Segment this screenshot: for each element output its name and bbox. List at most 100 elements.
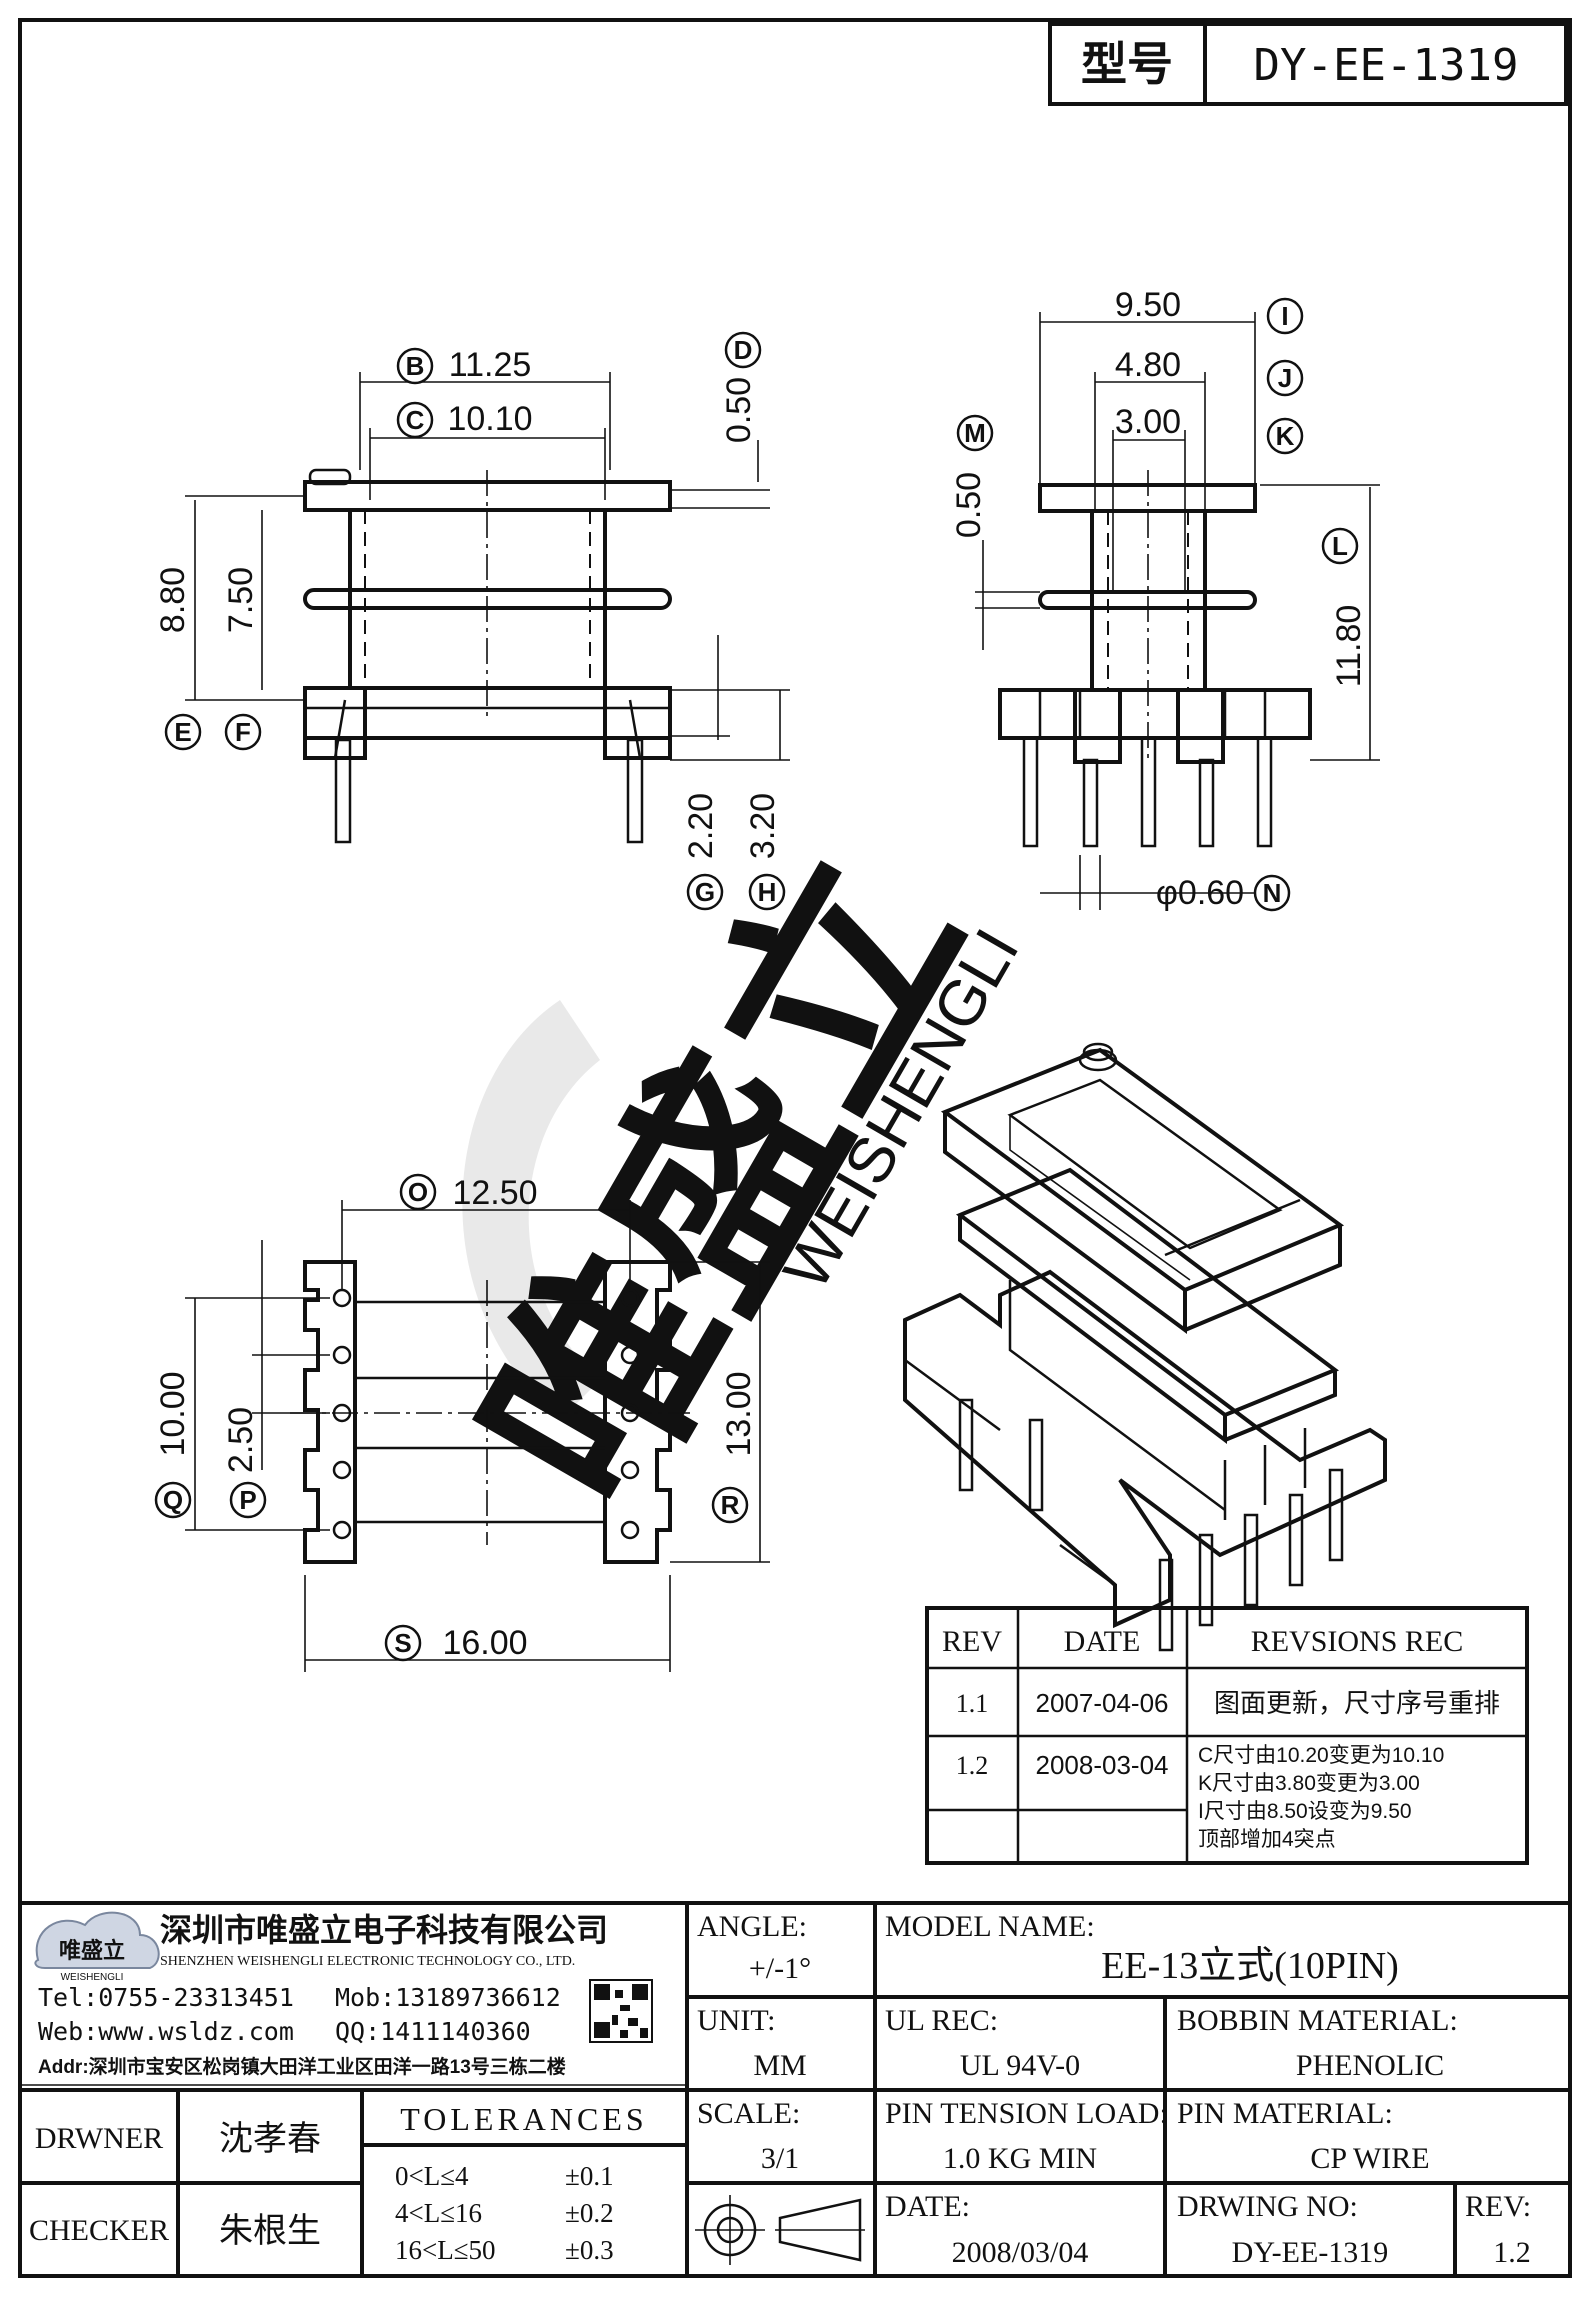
svg-text:4.80: 4.80 xyxy=(1115,346,1181,384)
company-name-cn: 深圳市唯盛立电子科技有限公司 xyxy=(160,1912,608,1948)
pin-tension-label: PIN TENSION LOAD: xyxy=(885,2097,1168,2130)
rev-value: 1.2 xyxy=(1493,2236,1531,2269)
company-web: Web:www.wsldz.com xyxy=(38,2017,294,2046)
svg-text:φ0.60: φ0.60 xyxy=(1156,874,1244,912)
svg-text:唯盛立: 唯盛立 xyxy=(59,1938,125,1963)
date-label: DATE: xyxy=(885,2190,970,2223)
bobbin-material-value: PHENOLIC xyxy=(1296,2049,1444,2082)
drwing-no-value: DY-EE-1319 xyxy=(1232,2236,1389,2269)
svg-text:H: H xyxy=(758,877,777,907)
svg-text:13.00: 13.00 xyxy=(720,1371,758,1456)
svg-text:C: C xyxy=(406,405,425,435)
front-view xyxy=(185,372,790,844)
company-mob: Mob:13189736612 xyxy=(335,1983,561,2012)
tolerance-value-1: ±0.1 xyxy=(565,2161,614,2191)
tolerance-range-3: 16<L≤50 xyxy=(395,2235,496,2265)
rev-row-2-note-4: 顶部增加4突点 xyxy=(1198,1828,1336,1851)
svg-text:0.50: 0.50 xyxy=(950,472,988,538)
svg-text:L: L xyxy=(1332,531,1348,561)
svg-text:Q: Q xyxy=(163,1485,183,1515)
svg-text:N: N xyxy=(1263,878,1282,908)
svg-text:R: R xyxy=(721,1490,740,1520)
rev-row-2-note-1: C尺寸由10.20变更为10.10 xyxy=(1198,1744,1444,1767)
isometric-view xyxy=(903,1042,1387,1652)
tolerance-range-2: 4<L≤16 xyxy=(395,2198,482,2228)
unit-label: UNIT: xyxy=(697,2004,776,2037)
bobbin-material-label: BOBBIN MATERIAL: xyxy=(1177,2004,1458,2037)
svg-text:F: F xyxy=(235,717,251,747)
svg-text:3.00: 3.00 xyxy=(1115,403,1181,441)
dim-Q: Q 10.00 xyxy=(154,1371,192,1519)
pin-tension-value: 1.0 KG MIN xyxy=(943,2142,1097,2175)
rev-row-1-rev: 1.1 xyxy=(956,1689,989,1718)
svg-text:D: D xyxy=(734,335,753,365)
revision-table: REV DATE REVSIONS REC 1.1 2007-04-06 图面更… xyxy=(925,1606,1529,1865)
svg-text:11.25: 11.25 xyxy=(449,346,532,384)
company-address: Addr:深圳市宝安区松岗镇大田洋工业区田洋一路13号三栋二楼 xyxy=(38,2055,566,2078)
ul-rec-value: UL 94V-0 xyxy=(960,2049,1080,2082)
dim-P: P 2.50 xyxy=(222,1407,267,1519)
svg-text:7.50: 7.50 xyxy=(222,567,260,633)
rev-row-2-note-2: K尺寸由3.80变更为3.00 xyxy=(1198,1772,1420,1795)
rev-row-2-rev: 1.2 xyxy=(956,1751,989,1780)
drwner-label: DRWNER xyxy=(35,2122,163,2155)
svg-text:K: K xyxy=(1276,421,1295,451)
model-number-box: 型号 DY-EE-1319 xyxy=(1048,22,1568,106)
svg-text:16.00: 16.00 xyxy=(442,1624,527,1662)
drwing-no-label: DRWING NO: xyxy=(1177,2190,1358,2223)
bottom-view xyxy=(185,1200,770,1672)
ul-rec-label: UL REC: xyxy=(885,2004,998,2037)
svg-text:B: B xyxy=(406,351,425,381)
svg-text:E: E xyxy=(174,717,191,747)
svg-text:G: G xyxy=(695,877,715,907)
checker-value: 朱根生 xyxy=(219,2212,321,2250)
svg-text:10.10: 10.10 xyxy=(447,400,532,438)
svg-text:P: P xyxy=(239,1485,256,1515)
tolerances-label: TOLERANCES xyxy=(400,2101,647,2137)
drwner-value: 沈孝春 xyxy=(219,2120,321,2158)
projection-symbol-icon xyxy=(695,2195,865,2265)
model-label: 型号 xyxy=(1081,38,1173,90)
tolerance-value-2: ±0.2 xyxy=(565,2198,614,2228)
rev-label: REV: xyxy=(1465,2190,1531,2223)
svg-text:2.50: 2.50 xyxy=(222,1407,260,1473)
dim-S: S 16.00 xyxy=(384,1624,528,1662)
company-name-en: SHENZHEN WEISHENGLI ELECTRONIC TECHNOLOG… xyxy=(160,1954,575,1969)
svg-text:J: J xyxy=(1278,363,1292,393)
rev-row-1-note: 图面更新，尺寸序号重排 xyxy=(1214,1688,1500,1718)
rev-row-1-date: 2007-04-06 xyxy=(1036,1688,1169,1718)
svg-text:2.20: 2.20 xyxy=(682,793,720,859)
svg-text:O: O xyxy=(408,1177,428,1207)
dim-J: J 4.80 xyxy=(1115,346,1304,397)
date-value: 2008/03/04 xyxy=(952,2236,1089,2269)
model-name-label: MODEL NAME: xyxy=(885,1910,1095,1943)
svg-text:0.50: 0.50 xyxy=(720,377,758,443)
dim-F: F 7.50 xyxy=(222,567,262,751)
dim-I: I 9.50 xyxy=(1115,286,1304,335)
checker-label: CHECKER xyxy=(29,2214,169,2247)
dim-R: R 13.00 xyxy=(711,1371,758,1524)
svg-text:3.20: 3.20 xyxy=(744,793,782,859)
svg-text:I: I xyxy=(1281,301,1288,331)
dim-B: B 11.25 xyxy=(396,346,532,385)
rev-row-2-date: 2008-03-04 xyxy=(1036,1750,1169,1780)
company-qq: QQ:1411140360 xyxy=(335,2017,531,2046)
svg-text:S: S xyxy=(394,1628,411,1658)
unit-value: MM xyxy=(753,2049,806,2082)
dim-L: L 11.80 xyxy=(1321,527,1368,687)
svg-text:9.50: 9.50 xyxy=(1115,286,1181,324)
model-number: DY-EE-1319 xyxy=(1254,40,1519,91)
company-tel: Tel:0755-23313451 xyxy=(38,1983,294,2012)
pin-material-label: PIN MATERIAL: xyxy=(1177,2097,1393,2130)
rev-col-header: REV xyxy=(942,1625,1002,1658)
dim-H: H 3.20 xyxy=(744,793,786,911)
dim-M: M 0.50 xyxy=(950,414,994,538)
svg-text:8.80: 8.80 xyxy=(154,567,192,633)
dim-K: K 3.00 xyxy=(1115,403,1304,455)
side-view xyxy=(975,312,1380,910)
scale-label: SCALE: xyxy=(697,2097,800,2130)
angle-value: +/-1° xyxy=(749,1952,811,1985)
svg-text:10.00: 10.00 xyxy=(154,1371,192,1456)
tolerance-range-1: 0<L≤4 xyxy=(395,2161,469,2191)
